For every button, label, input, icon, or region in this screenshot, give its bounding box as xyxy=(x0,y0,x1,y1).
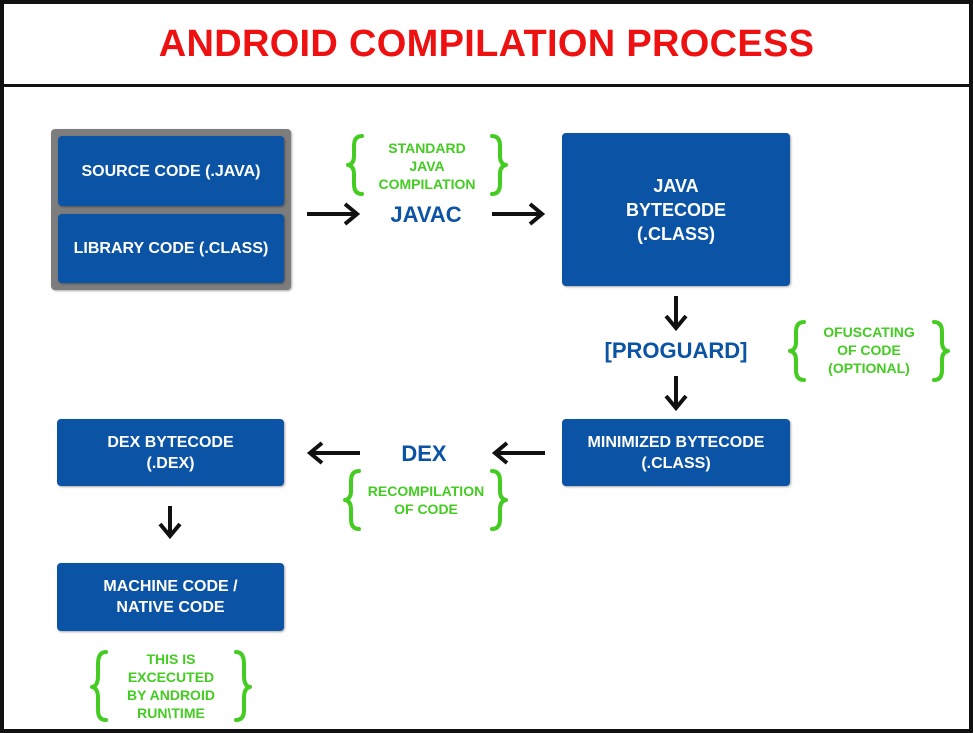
dex-bytecode-box: DEX BYTECODE (.DEX) xyxy=(57,419,284,486)
arrow-right-icon xyxy=(492,202,546,226)
arrow-down-icon xyxy=(158,506,182,540)
right-brace-icon xyxy=(932,320,950,382)
header: ANDROID COMPILATION PROCESS xyxy=(4,4,969,87)
right-brace-icon xyxy=(234,650,252,722)
library-code-box: LIBRARY CODE (.CLASS) xyxy=(58,214,284,283)
minimized-bytecode-box: MINIMIZED BYTECODE (.CLASS) xyxy=(562,419,790,486)
machine-code-box: MACHINE CODE / NATIVE CODE xyxy=(57,563,284,631)
dex-label: DEX xyxy=(401,441,447,466)
arrow-right-icon xyxy=(307,202,361,226)
left-brace-icon xyxy=(343,469,361,531)
java-bytecode-box: JAVA BYTECODE (.CLASS) xyxy=(562,133,790,286)
javac-label: JAVAC xyxy=(390,202,462,227)
left-brace-icon xyxy=(788,320,806,382)
ofuscating-note: OFUSCATING OF CODE (OPTIONAL) xyxy=(823,324,915,376)
android-runtime-note: THIS IS EXCECUTED BY ANDROID RUN\TIME xyxy=(127,651,215,721)
left-brace-icon xyxy=(346,134,364,196)
recompilation-note: RECOMPILATION OF CODE xyxy=(367,483,485,517)
source-code-box: SOURCE CODE (.JAVA) xyxy=(58,136,284,206)
standard-java-compilation-note: STANDARD JAVA COMPILATION xyxy=(378,140,476,192)
page-title: ANDROID COMPILATION PROCESS xyxy=(158,22,815,65)
proguard-label: [PROGUARD] xyxy=(604,338,748,363)
arrow-left-icon xyxy=(491,441,545,465)
right-brace-icon xyxy=(490,469,508,531)
arrow-left-icon xyxy=(306,441,360,465)
arrow-down-icon xyxy=(664,296,688,332)
arrow-down-icon xyxy=(664,376,688,412)
right-brace-icon xyxy=(490,134,508,196)
